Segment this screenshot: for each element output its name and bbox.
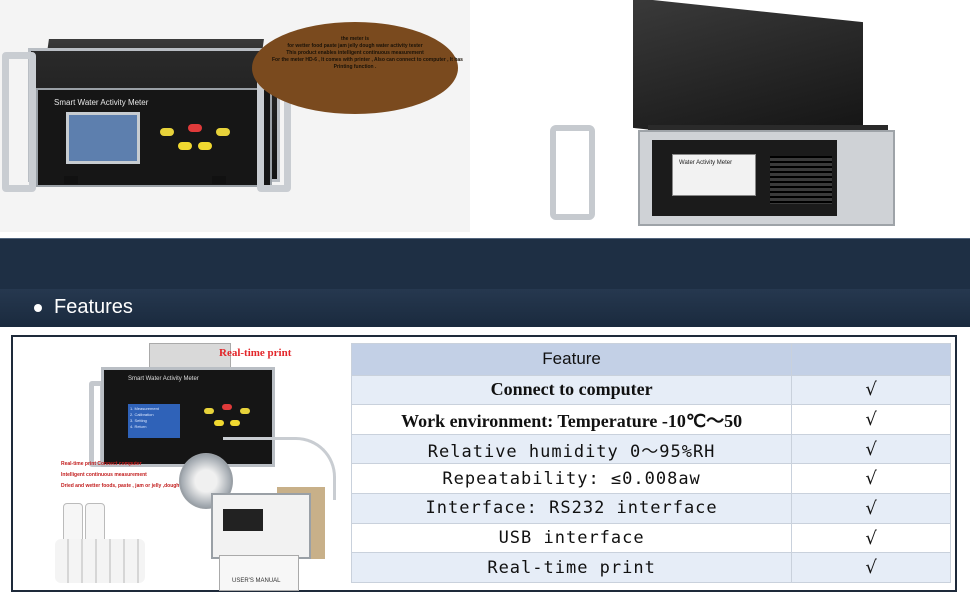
meter-lcd-screen: 1. Measurement 2. Calibration 3. Setting… (128, 404, 180, 438)
meter-button-yellow (204, 408, 214, 414)
table-row: Interface: RS232 interface √ (350, 493, 951, 524)
meter-button-yellow (178, 142, 192, 150)
rating-label-title: Water Activity Meter (679, 160, 733, 166)
meter-front: Smart Water Activity Meter 1. Measuremen… (101, 367, 275, 467)
lcd-line: 3. Setting (130, 418, 147, 423)
table-header-feature: Feature (350, 343, 793, 376)
sensor-cup (179, 453, 233, 509)
table-row: Relative humidity 0～95%RH √ (350, 433, 951, 465)
meter-back-photo: Water Activity Meter (488, 0, 970, 232)
meter-front-illustration: Smart Water Activity Meter (6, 39, 290, 187)
table-header-mark (791, 343, 951, 376)
realtime-print-label: Real-time print (219, 347, 292, 359)
meter-lcd-screen (66, 112, 140, 164)
printer-slot (223, 509, 263, 531)
lcd-line: 1. Measurement (130, 406, 159, 411)
meter-button-red (188, 124, 202, 132)
section-header: Features (0, 289, 970, 327)
feature-cell: Relative humidity 0～95%RH (350, 433, 793, 465)
dark-divider-band (0, 238, 970, 290)
meter-button-yellow (216, 128, 230, 136)
note-line: For the meter HD-6 , It comes with print… (272, 57, 463, 63)
product-note-oval: the meter is for wetter food paste jam j… (252, 22, 463, 114)
feature-cell: Interface: RS232 interface (350, 493, 793, 524)
meter-title: Smart Water Activity Meter (128, 376, 199, 382)
product-kit-photo: Real-time print Smart Water Activity Met… (27, 343, 336, 591)
rating-label: Water Activity Meter (672, 154, 756, 196)
check-item: Real-time print Connect computer (61, 461, 142, 467)
feature-cell: Real-time print (350, 552, 793, 583)
check-mark-cell: √ (791, 522, 951, 554)
check-mark-cell: √ (791, 463, 951, 495)
meter-button-yellow (230, 420, 240, 426)
check-mark-cell: √ (791, 374, 951, 406)
features-table: Feature Connect to computer √ Work envir… (350, 343, 951, 583)
bullet-icon (34, 304, 42, 312)
feature-cell: Connect to computer (350, 374, 793, 406)
sensor-cable (223, 437, 336, 500)
table-row: Repeatability: ≤0.008aw √ (350, 463, 951, 495)
meter-button-yellow (198, 142, 212, 150)
check-mark-cell: √ (791, 433, 951, 465)
table-row: Real-time print √ (350, 552, 951, 583)
meter-handle-left (2, 52, 36, 192)
meter-front-panel: Smart Water Activity Meter (36, 88, 272, 187)
paper-rolls (55, 539, 145, 583)
features-panel: Real-time print Smart Water Activity Met… (11, 335, 957, 592)
micro-printer (211, 493, 311, 559)
section-title: Features (54, 296, 133, 318)
lcd-line: 2. Calibration (130, 412, 154, 417)
table-row: USB interface √ (350, 522, 951, 554)
table-row: Work environment: Temperature -10℃～50 √ (350, 404, 951, 435)
check-item: Dried and wetter foods, paste , jam or j… (61, 483, 180, 489)
rear-panel-plate: Water Activity Meter (652, 140, 837, 216)
check-mark-cell: √ (791, 404, 951, 435)
note-line: for wetter food paste jam jelly dough wa… (287, 43, 423, 49)
meter-rear-panel: Water Activity Meter (638, 130, 895, 226)
vent-grille (770, 156, 832, 204)
table-header-row: Feature (350, 343, 951, 376)
table-row: Connect to computer √ (350, 374, 951, 406)
manual-text: USER'S MANUAL (232, 578, 281, 584)
feature-cell: USB interface (350, 522, 793, 554)
feature-cell: Work environment: Temperature -10℃～50 (350, 404, 793, 435)
meter-foot (212, 176, 226, 184)
meter-button-red (222, 404, 232, 410)
meter-button-yellow (160, 128, 174, 136)
note-line: This product enables intelligent continu… (286, 50, 424, 56)
check-mark-cell: √ (791, 552, 951, 583)
meter-button-yellow (214, 420, 224, 426)
meter-front-photo: Smart Water Activity Meter the meter is … (0, 0, 470, 232)
check-item: Intelligent continuous measurement (61, 472, 147, 478)
feature-cell: Repeatability: ≤0.008aw (350, 463, 793, 495)
note-line: Printing function . (333, 64, 377, 70)
note-line: the meter is (340, 36, 370, 42)
meter-handle (550, 125, 595, 220)
meter-button-yellow (240, 408, 250, 414)
lcd-line: 4. Return (130, 424, 147, 429)
check-list: Real-time print Connect computer Intelli… (61, 459, 179, 492)
user-manual: USER'S MANUAL (219, 555, 299, 591)
meter-foot (64, 176, 78, 184)
meter-panel-title: Smart Water Activity Meter (54, 98, 149, 107)
check-mark-cell: √ (791, 493, 951, 524)
